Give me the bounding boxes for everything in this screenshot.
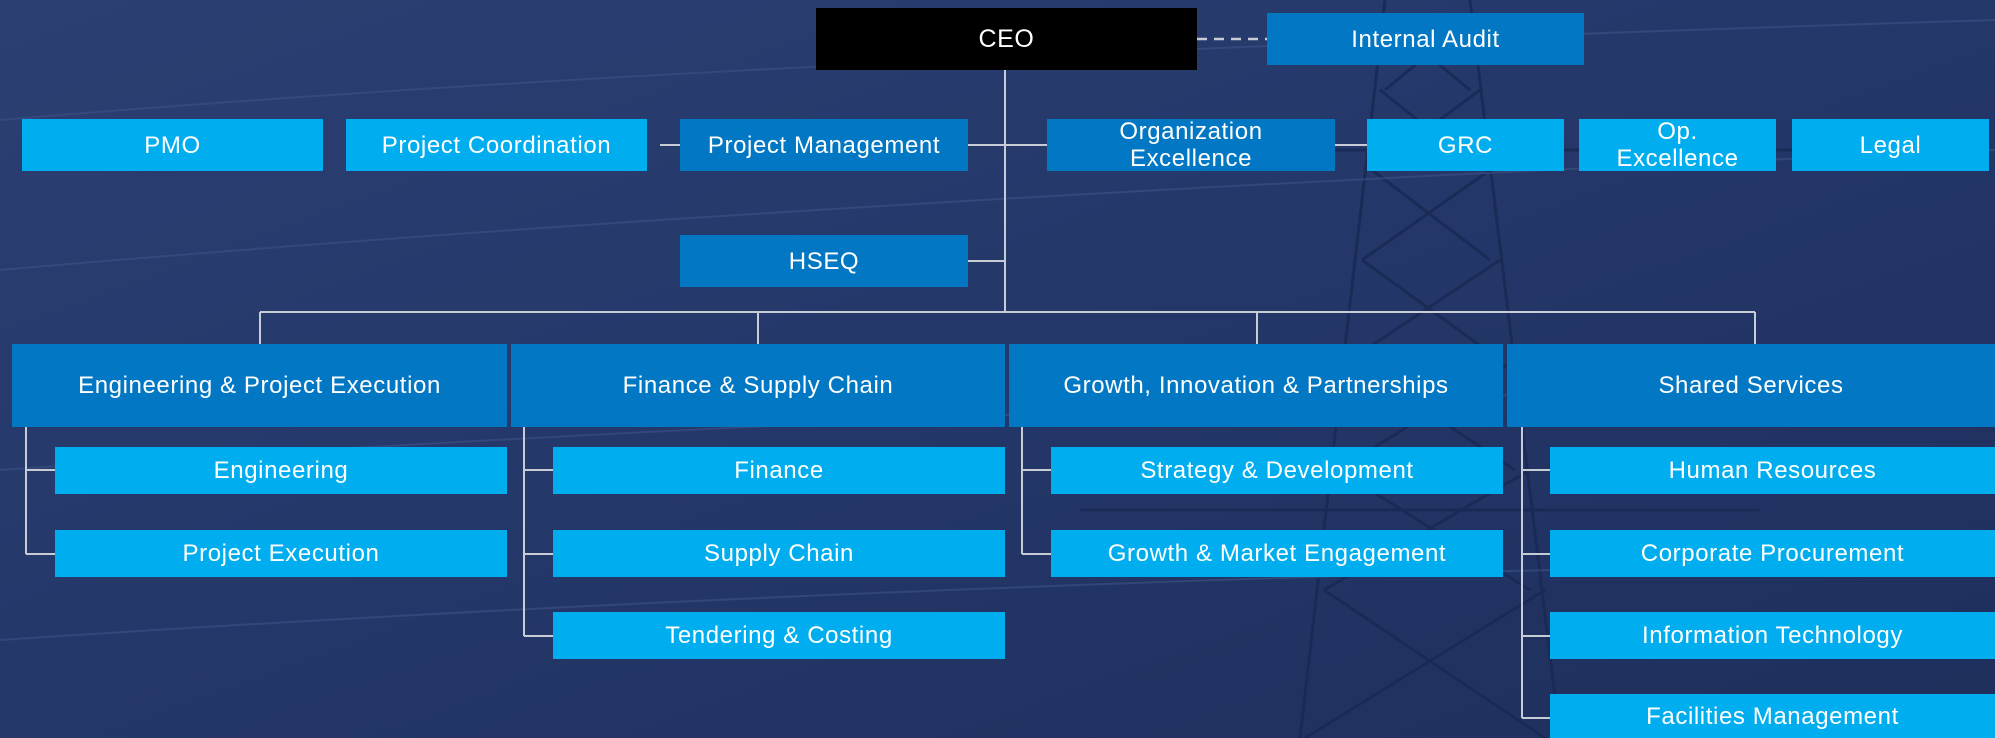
unit-information-technology[interactable]: Information Technology: [1550, 612, 1995, 659]
unit-growth-market-engagement[interactable]: Growth & Market Engagement: [1051, 530, 1503, 577]
internal-audit-box[interactable]: Internal Audit: [1267, 13, 1584, 65]
unit-engineering[interactable]: Engineering: [55, 447, 507, 494]
project-coordination-box[interactable]: Project Coordination: [346, 119, 647, 171]
unit-project-execution[interactable]: Project Execution: [55, 530, 507, 577]
unit-facilities-management[interactable]: Facilities Management: [1550, 694, 1995, 738]
legal-box[interactable]: Legal: [1792, 119, 1989, 171]
op-excellence-box[interactable]: Op. Excellence: [1579, 118, 1776, 172]
division-finance-supply-chain[interactable]: Finance & Supply Chain: [511, 344, 1005, 427]
division-growth-innovation-partnerships[interactable]: Growth, Innovation & Partnerships: [1009, 344, 1503, 427]
project-management-box[interactable]: Project Management: [680, 119, 968, 171]
pmo-box[interactable]: PMO: [22, 119, 323, 171]
unit-tendering-costing[interactable]: Tendering & Costing: [553, 612, 1005, 659]
unit-supply-chain[interactable]: Supply Chain: [553, 530, 1005, 577]
unit-finance[interactable]: Finance: [553, 447, 1005, 494]
division-engineering-project-execution[interactable]: Engineering & Project Execution: [12, 344, 507, 427]
organization-excellence-box[interactable]: Organization Excellence: [1047, 118, 1335, 172]
unit-corporate-procurement[interactable]: Corporate Procurement: [1550, 530, 1995, 577]
hseq-box[interactable]: HSEQ: [680, 235, 968, 287]
grc-box[interactable]: GRC: [1367, 119, 1564, 171]
unit-human-resources[interactable]: Human Resources: [1550, 447, 1995, 494]
division-shared-services[interactable]: Shared Services: [1507, 344, 1995, 427]
ceo-box[interactable]: CEO: [816, 8, 1197, 70]
unit-strategy-development[interactable]: Strategy & Development: [1051, 447, 1503, 494]
